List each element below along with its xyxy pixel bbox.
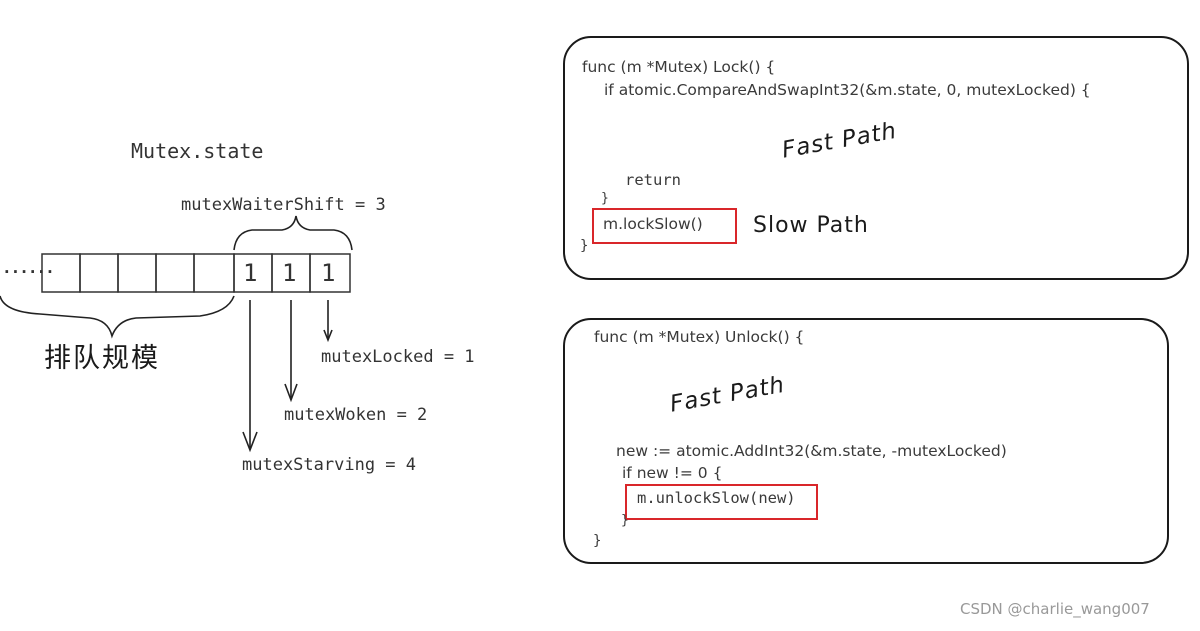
bit-cell [309,253,351,293]
unlock-if-close-brace: } [621,513,629,528]
locked-arrowhead [323,329,333,343]
lock-func-close-brace: } [580,238,589,254]
lock-if-close-brace: } [601,191,609,206]
waiter-shift-label: mutexWaiterShift = 3 [181,195,386,215]
bit-cell [193,253,235,293]
lock-slow-highlight [592,208,737,244]
starving-arrowhead [242,431,258,453]
lock-slow-path-label: Slow Path [753,213,869,238]
unlock-if-condition: if new != 0 { [622,464,723,482]
lock-cas-condition: if atomic.CompareAndSwapInt32(&m.state, … [604,81,1091,99]
bit-cells [41,253,351,293]
bit-cell [79,253,119,293]
lock-slow-call: m.lockSlow() [603,215,703,233]
queue-brace [0,295,235,339]
unlock-slow-highlight [625,484,818,520]
bit-value-starving: 1 [243,259,258,287]
unlock-func-signature: func (m *Mutex) Unlock() { [594,328,805,346]
bit-cell [117,253,157,293]
bit-cell [41,253,81,293]
unlock-slow-call: m.unlockSlow(new) [637,489,796,507]
lock-return-statement: return [625,171,681,189]
unlock-func-close-brace: } [593,533,602,549]
bit-cell [155,253,195,293]
bit-value-woken: 1 [282,259,297,287]
mutex-state-title: Mutex.state [131,139,264,163]
bit-value-locked: 1 [321,259,336,287]
mutex-woken-label: mutexWoken = 2 [284,405,428,425]
woken-arrowhead [284,383,298,403]
unlock-code-panel [563,318,1169,564]
queue-size-label: 排队规模 [44,343,160,374]
mutex-locked-label: mutexLocked = 1 [321,347,475,367]
lock-func-signature: func (m *Mutex) Lock() { [582,58,776,76]
lock-code-panel [563,36,1189,280]
csdn-watermark: CSDN @charlie_wang007 [960,600,1150,618]
waiter-shift-brace [233,215,353,251]
mutex-starving-label: mutexStarving = 4 [242,455,416,475]
unlock-add-statement: new := atomic.AddInt32(&m.state, -mutexL… [616,442,1007,460]
